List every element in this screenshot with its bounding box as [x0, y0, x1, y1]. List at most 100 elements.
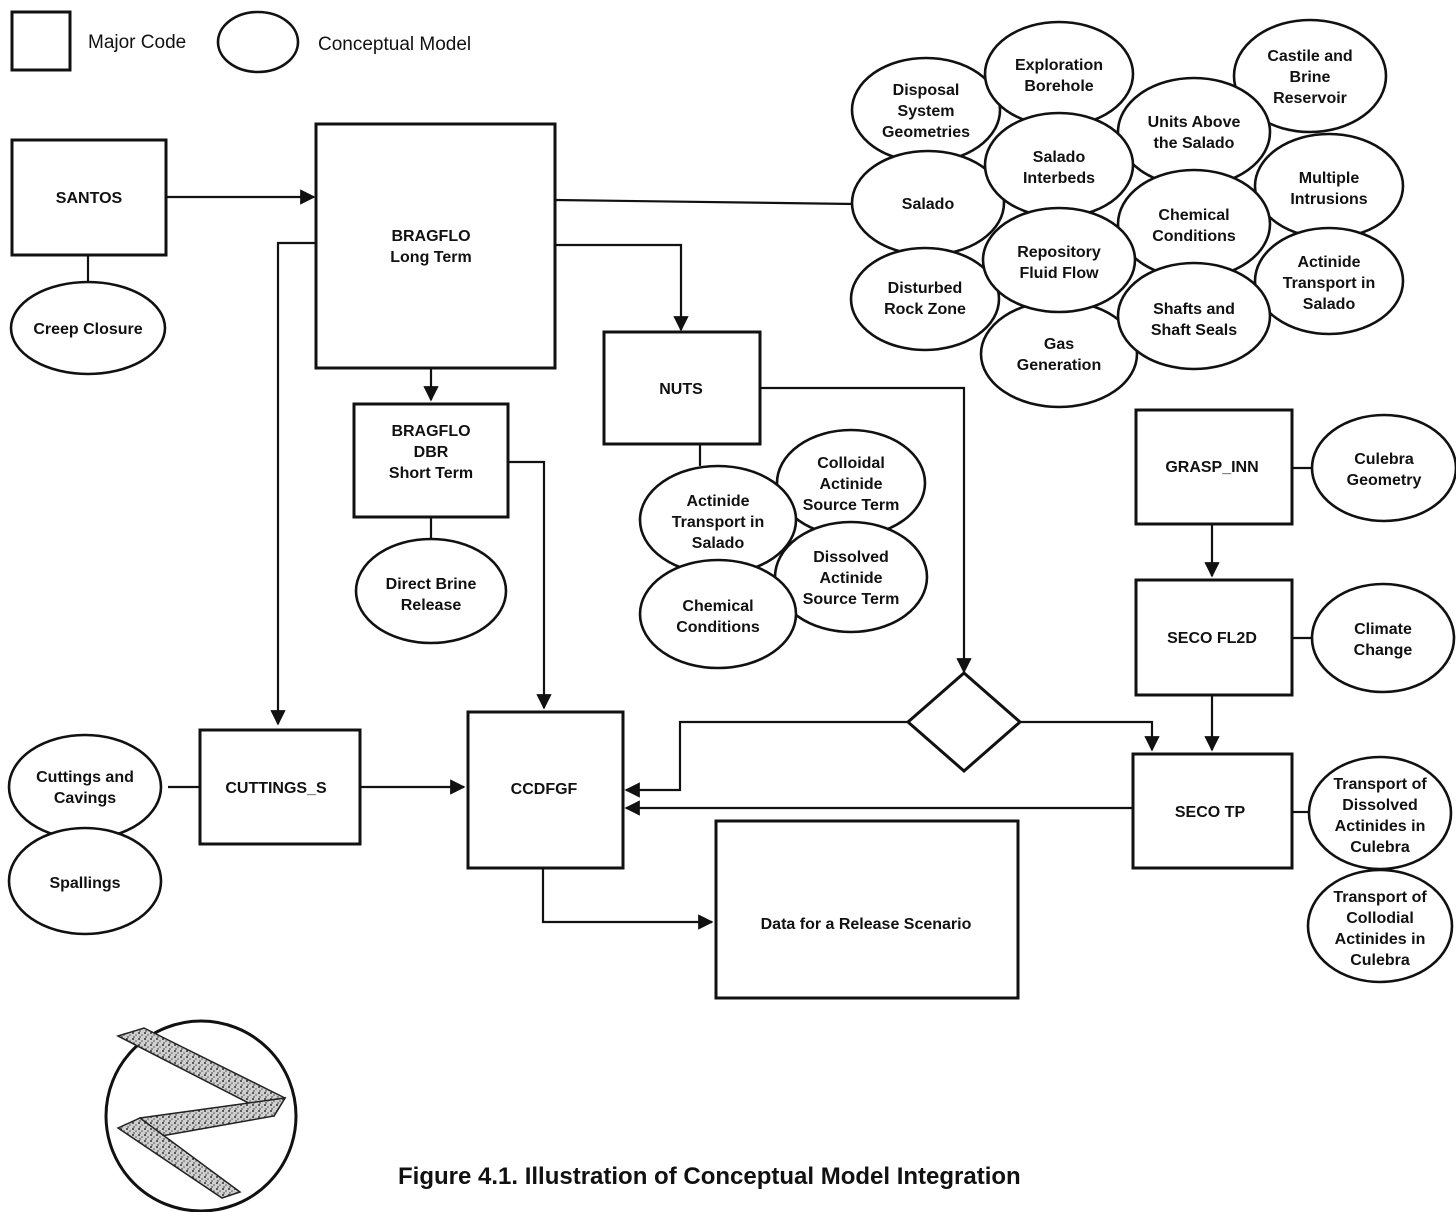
model-chemical-conditions-cluster-line2: Conditions — [1152, 228, 1236, 245]
model-transport-colloidal-line4: Culebra — [1350, 952, 1410, 969]
model-transport-colloidal-line1: Transport of — [1333, 889, 1427, 906]
edge-ccdfgf-release — [541, 868, 714, 930]
edge-bragflo-cluster — [554, 198, 855, 206]
legend-major-code-swatch — [10, 10, 72, 72]
code-bragflo-long-line2: Long Term — [390, 249, 471, 266]
code-seco-tp — [1131, 752, 1294, 870]
model-transport-colloidal — [1306, 868, 1454, 984]
model-multiple-intrusions-line2: Intrusions — [1290, 191, 1367, 208]
legend-conceptual-model-label: Conceptual Model — [318, 34, 471, 55]
model-castile-brine-line3: Reservoir — [1273, 90, 1347, 107]
model-actinide-transport-nuts-line1: Actinide — [686, 493, 749, 510]
model-dissolved-source-term-line3: Source Term — [803, 591, 900, 608]
model-salado-line1: Salado — [902, 196, 955, 213]
legend-major-code-label: Major Code — [88, 32, 186, 53]
model-colloidal-source-term-line1: Colloidal — [817, 455, 885, 472]
model-dissolved-source-term-line1: Dissolved — [813, 549, 889, 566]
model-transport-dissolved-line4: Culebra — [1350, 839, 1410, 856]
model-repository-fluid-flow-line2: Fluid Flow — [1019, 265, 1099, 282]
model-castile-brine-line1: Castile and — [1267, 48, 1352, 65]
model-shafts-seals-line1: Shafts and — [1153, 301, 1235, 318]
code-bragflo-dbr-line2: DBR — [414, 444, 449, 461]
major-codes: SANTOS BRAGFLO Long Term BRAGFLO DBR Sho… — [10, 122, 1294, 1000]
code-bragflo-dbr-line3: Short Term — [389, 465, 473, 482]
model-actinide-salado-cluster-line1: Actinide — [1297, 254, 1360, 271]
code-bragflo-dbr-line1: BRAGFLO — [391, 423, 470, 440]
code-grasp-inn — [1134, 408, 1294, 526]
model-shafts-seals — [1116, 261, 1272, 371]
model-direct-brine — [354, 537, 508, 645]
model-transport-dissolved-line3: Actinides in — [1335, 818, 1426, 835]
model-culebra-geometry-line1: Culebra — [1354, 451, 1414, 468]
code-nuts-label: NUTS — [659, 381, 703, 398]
wipp-logo — [104, 1019, 298, 1212]
code-ccdfgf — [466, 710, 625, 870]
model-exploration-borehole — [983, 20, 1135, 128]
model-transport-colloidal-line2: Collodial — [1346, 910, 1414, 927]
model-cuttings-cavings-line1: Cuttings and — [36, 769, 134, 786]
model-actinide-transport-nuts-line2: Transport in — [672, 514, 764, 531]
model-disturbed-rock-zone — [849, 246, 1001, 352]
model-actinide-salado-cluster — [1253, 226, 1405, 336]
model-climate-change-line1: Climate — [1354, 621, 1412, 638]
model-climate-change — [1310, 582, 1456, 694]
model-chemical-conditions-nuts — [638, 558, 798, 670]
model-culebra-geometry-line2: Geometry — [1347, 472, 1422, 489]
edge-nuts-diamond — [760, 386, 972, 674]
code-nuts — [602, 330, 762, 446]
code-release-data-label: Data for a Release Scenario — [761, 916, 972, 933]
model-disposal-geometries-line3: Geometries — [882, 124, 970, 141]
model-culebra-geometry — [1310, 413, 1456, 523]
code-seco-fl2d — [1134, 578, 1294, 697]
model-dissolved-source-term-line2: Actinide — [819, 570, 882, 587]
model-repository-fluid-flow-line1: Repository — [1017, 244, 1101, 261]
code-release-data — [714, 819, 1020, 1000]
code-grasp-inn-label: GRASP_INN — [1165, 459, 1258, 476]
code-cuttings-s-label: CUTTINGS_S — [225, 780, 327, 797]
edge-dbr-ccdfgf — [508, 460, 552, 710]
model-transport-colloidal-line3: Actinides in — [1335, 931, 1426, 948]
edge-diamond-ccdfgf — [624, 720, 908, 798]
model-units-above-salado-line2: the Salado — [1154, 135, 1235, 152]
model-gas-generation — [979, 299, 1139, 409]
code-bragflo-dbr — [352, 402, 510, 519]
model-direct-brine-line2: Release — [401, 597, 462, 614]
model-disposal-geometries-line1: Disposal — [893, 82, 960, 99]
figure-caption: Figure 4.1. Illustration of Conceptual M… — [398, 1163, 1021, 1190]
model-creep-closure-line1: Creep Closure — [33, 321, 142, 338]
model-disturbed-rock-zone-line2: Rock Zone — [884, 301, 966, 318]
conceptual-models: Creep Closure Direct Brine Release Cutti… — [7, 18, 1456, 984]
model-cuttings-cavings-line2: Cavings — [54, 790, 116, 807]
model-castile-brine — [1232, 18, 1388, 134]
model-units-above-salado-line1: Units Above — [1148, 114, 1241, 131]
model-gas-generation-line1: Gas — [1044, 336, 1074, 353]
model-actinide-salado-cluster-line3: Salado — [1303, 296, 1356, 313]
model-multiple-intrusions-line1: Multiple — [1299, 170, 1360, 187]
model-climate-change-line2: Change — [1354, 642, 1413, 659]
decision-diamond — [905, 671, 1023, 773]
edge-diamond-secotp — [1020, 720, 1160, 752]
model-chemical-conditions-cluster-line1: Chemical — [1158, 207, 1229, 224]
code-bragflo-long — [314, 122, 557, 370]
logo-stroke-bottom — [116, 1117, 242, 1199]
code-seco-tp-label: SECO TP — [1175, 804, 1246, 821]
code-bragflo-long-line1: BRAGFLO — [391, 228, 470, 245]
model-cuttings-cavings — [7, 733, 163, 841]
model-chemical-conditions-nuts-line1: Chemical — [682, 598, 753, 615]
code-santos — [10, 138, 168, 257]
model-creep-closure — [9, 280, 167, 376]
model-exploration-borehole-line2: Borehole — [1024, 78, 1093, 95]
model-castile-brine-line2: Brine — [1290, 69, 1331, 86]
model-actinide-transport-nuts-line3: Salado — [692, 535, 745, 552]
model-spallings-line1: Spallings — [49, 875, 120, 892]
model-salado-interbeds-line2: Interbeds — [1023, 170, 1095, 187]
edge-bragflo-nuts — [555, 243, 689, 332]
model-direct-brine-line1: Direct Brine — [386, 576, 477, 593]
model-colloidal-source-term-line3: Source Term — [803, 497, 900, 514]
model-repository-fluid-flow — [981, 206, 1137, 314]
legend-conceptual-model-swatch — [216, 10, 300, 74]
model-exploration-borehole-line1: Exploration — [1015, 57, 1103, 74]
model-spallings — [7, 826, 163, 936]
model-colloidal-source-term-line2: Actinide — [819, 476, 882, 493]
legend: Major Code Conceptual Model — [10, 10, 471, 74]
